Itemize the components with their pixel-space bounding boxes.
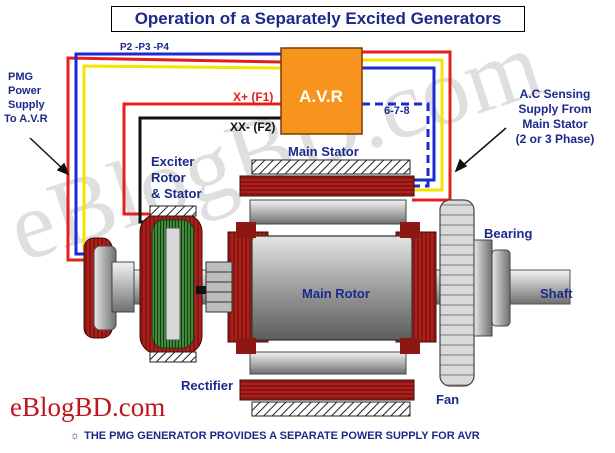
avr-label: A.V.R — [299, 87, 343, 106]
wire-red-pmg — [66, 56, 282, 262]
field-minus-label: XX- (F2) — [230, 120, 275, 134]
ac-sensing-line4: (2 or 3 Phase) — [516, 132, 595, 146]
pointer-arrows — [29, 127, 507, 176]
avr-box — [280, 47, 363, 135]
diagram-title-box: Operation of a Separately Excited Genera… — [111, 6, 525, 32]
pmg-label-line1: PMG — [8, 71, 33, 83]
main-rotor-label: Main Rotor — [302, 286, 370, 301]
main-rotor — [227, 222, 437, 354]
bearing-label: Bearing — [484, 226, 532, 241]
wire-field-plus — [122, 102, 281, 216]
pmg-pointer-arrow — [29, 137, 65, 171]
ac-sensing-line1: A.C Sensing — [520, 87, 591, 101]
wire-yellow-stator — [362, 58, 444, 192]
wiring — [66, 50, 452, 262]
rectifier — [196, 261, 233, 313]
wire-sensing — [362, 102, 430, 188]
main-stator-bottom — [239, 351, 415, 417]
diagram-title: Operation of a Separately Excited Genera… — [134, 9, 502, 28]
fan-label: Fan — [436, 392, 459, 407]
wire-blue-pmg — [74, 52, 281, 256]
main-stator-label: Main Stator — [288, 144, 359, 159]
pmg-label-line3: Supply — [8, 99, 46, 111]
exciter — [139, 205, 203, 363]
sensing-pointer-arrow — [461, 127, 507, 167]
wire-blue-stator — [362, 66, 436, 182]
pmg-label-line4: To A.V.R — [4, 113, 48, 125]
exciter-label-line2: Rotor — [151, 170, 186, 185]
ac-sensing-line3: Main Stator — [522, 117, 588, 131]
pmg — [83, 237, 135, 339]
sensing-terminals-label: 6-7-8 — [384, 105, 410, 117]
pmg-terminals-label: P2 -P3 -P4 — [120, 42, 169, 53]
rectifier-label: Rectifier — [181, 378, 233, 393]
brand-text: eBlogBD.com — [10, 392, 166, 422]
fan — [439, 199, 493, 387]
exciter-label-line3: & Stator — [151, 186, 202, 201]
shaft-label: Shaft — [540, 286, 573, 301]
bearing — [491, 249, 511, 327]
footer-note: ☼THE PMG GENERATOR PROVIDES A SEPARATE P… — [70, 430, 480, 442]
ac-sensing-line2: Supply From — [518, 102, 591, 116]
pmg-label-line2: Power — [8, 85, 42, 97]
main-stator-top — [239, 159, 415, 225]
field-plus-label: X+ (F1) — [233, 90, 273, 104]
wire-red-stator — [362, 50, 452, 202]
footer-note-text: THE PMG GENERATOR PROVIDES A SEPARATE PO… — [84, 430, 480, 442]
sun-icon: ☼ — [70, 430, 81, 442]
exciter-label-line1: Exciter — [151, 154, 194, 169]
